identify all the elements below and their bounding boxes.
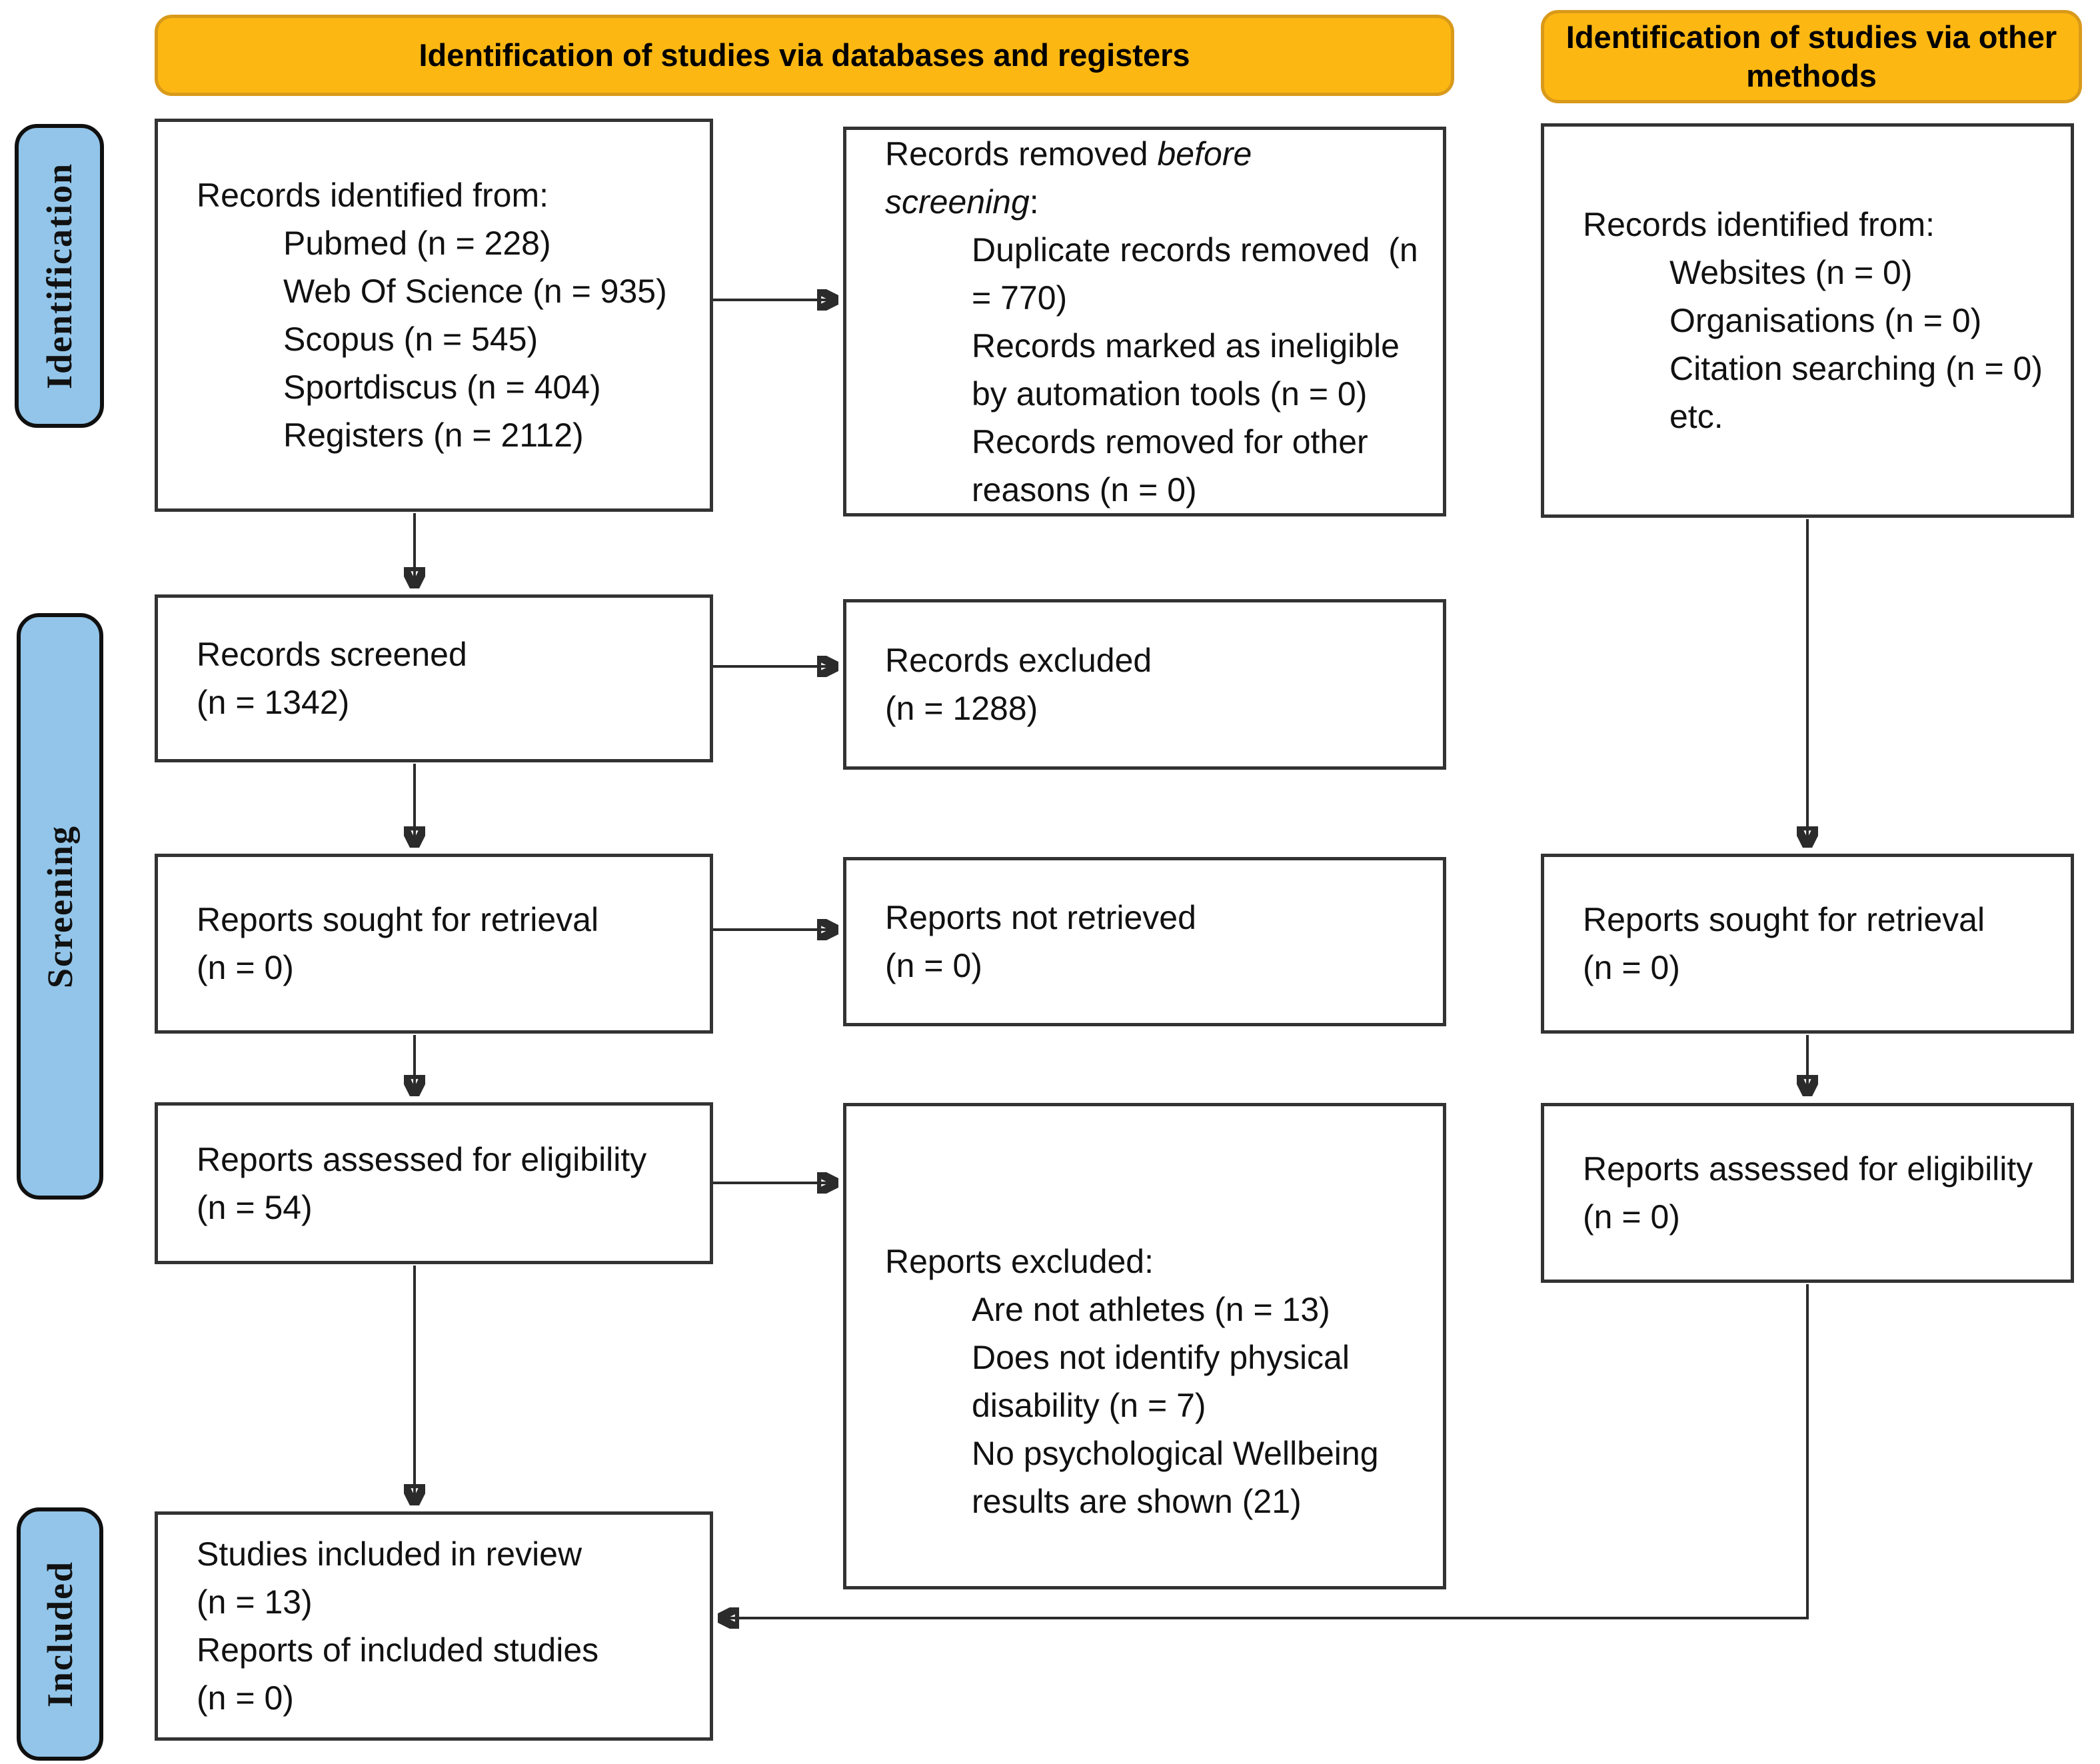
header-other-methods: Identification of studies via other meth… xyxy=(1541,10,2082,103)
box-line-segment-italic: screening xyxy=(885,183,1030,221)
records-identified-db-box: Records identified from: Pubmed (n = 228… xyxy=(155,119,713,512)
box-line: Records removed before xyxy=(885,130,1426,178)
box-line: reasons (n = 0) xyxy=(972,470,1197,508)
stage-pill-included: Included xyxy=(17,1507,103,1761)
header-other-label: Identification of studies via other meth… xyxy=(1566,19,2057,93)
reports-sought-other-box: Reports sought for retrieval (n = 0) xyxy=(1541,854,2074,1034)
box-line: Citation searching (n = 0) xyxy=(1669,350,2043,387)
box-line: (n = 0) xyxy=(1583,1198,1680,1236)
box-line: Reports excluded: xyxy=(885,1242,1154,1280)
box-line: (n = 1342) xyxy=(197,684,350,721)
box-line: (n = 0) xyxy=(197,949,294,986)
box-line: by automation tools (n = 0) xyxy=(972,375,1368,413)
box-line: Sportdiscus (n = 404) xyxy=(283,369,601,406)
reports-assessed-db-box: Reports assessed for eligibility (n = 54… xyxy=(155,1102,713,1264)
box-line: Scopus (n = 545) xyxy=(283,321,538,358)
box-line: (n = 13) xyxy=(197,1583,313,1621)
box-line: Records excluded xyxy=(885,642,1152,679)
stage-label-included: Included xyxy=(40,1560,80,1708)
stage-label-identification: Identification xyxy=(39,162,79,389)
reports-assessed-other-box: Reports assessed for eligibility (n = 0) xyxy=(1541,1103,2074,1283)
box-line: Duplicate records removed (n xyxy=(972,231,1418,269)
box-line: (n = 1288) xyxy=(885,690,1038,727)
reports-sought-db-box: Reports sought for retrieval (n = 0) xyxy=(155,854,713,1034)
box-line: results are shown (21) xyxy=(972,1482,1302,1520)
box-line: Reports sought for retrieval xyxy=(197,901,599,938)
reports-excluded-box: Reports excluded: Are not athletes (n = … xyxy=(843,1103,1446,1589)
box-line: Are not athletes (n = 13) xyxy=(972,1290,1330,1328)
box-line: etc. xyxy=(1669,398,1723,435)
box-line: disability (n = 7) xyxy=(972,1386,1206,1424)
box-line: Reports not retrieved xyxy=(885,899,1196,936)
box-line: screening: xyxy=(885,178,1426,226)
records-excluded-box: Records excluded (n = 1288) xyxy=(843,599,1446,770)
box-line: Does not identify physical xyxy=(972,1338,1350,1376)
stage-pill-screening: Screening xyxy=(17,613,103,1200)
box-line: Pubmed (n = 228) xyxy=(283,225,551,262)
box-line: Registers (n = 2112) xyxy=(283,417,584,454)
box-line-segment: : xyxy=(1029,183,1039,221)
stage-pill-identification: Identification xyxy=(15,124,104,428)
box-line: No psychological Wellbeing xyxy=(972,1434,1379,1472)
box-line: Organisations (n = 0) xyxy=(1669,302,1982,339)
stage-label-screening: Screening xyxy=(40,824,80,988)
box-line: Records removed for other xyxy=(972,423,1368,460)
box-line: Reports of included studies xyxy=(197,1631,599,1669)
box-line-segment: Records removed xyxy=(885,135,1158,173)
box-line: (n = 0) xyxy=(885,947,982,984)
box-line: Web Of Science (n = 935) xyxy=(283,273,667,310)
records-removed-before-screening-box: Records removed before screening: Duplic… xyxy=(843,127,1446,516)
box-line: = 770) xyxy=(972,279,1068,317)
header-databases-label: Identification of studies via databases … xyxy=(419,37,1190,73)
header-databases-registers: Identification of studies via databases … xyxy=(155,15,1454,96)
box-line-segment-italic: before xyxy=(1157,135,1252,173)
records-screened-box: Records screened (n = 1342) xyxy=(155,594,713,762)
box-line: Records screened xyxy=(197,636,467,673)
box-line: Reports assessed for eligibility xyxy=(1583,1150,2033,1188)
box-line: Reports assessed for eligibility xyxy=(197,1140,647,1178)
studies-included-box: Studies included in review (n = 13) Repo… xyxy=(155,1511,713,1741)
box-line: (n = 0) xyxy=(1583,949,1680,986)
box-line: Websites (n = 0) xyxy=(1669,254,1913,291)
box-line: (n = 54) xyxy=(197,1188,313,1226)
box-line: Reports sought for retrieval xyxy=(1583,901,1985,938)
box-line: (n = 0) xyxy=(197,1679,294,1717)
box-line: Studies included in review xyxy=(197,1535,582,1573)
records-identified-other-box: Records identified from: Websites (n = 0… xyxy=(1541,123,2074,518)
box-line: Records marked as ineligible xyxy=(972,327,1400,365)
reports-not-retrieved-box: Reports not retrieved (n = 0) xyxy=(843,857,1446,1026)
box-line: Records identified from: xyxy=(197,177,549,214)
box-line: Records identified from: xyxy=(1583,206,1935,243)
